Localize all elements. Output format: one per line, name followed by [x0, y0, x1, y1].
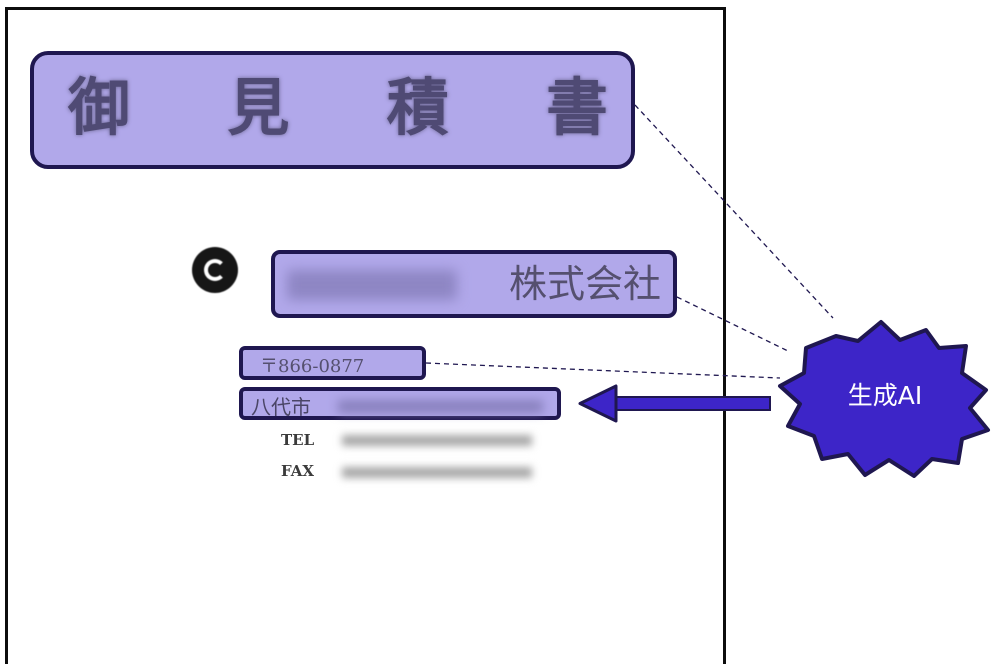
company-highlight: 株式会社 — [271, 250, 677, 318]
title-char: 積 — [386, 71, 449, 144]
connector-title — [634, 104, 834, 319]
company-logo-icon — [192, 247, 238, 293]
title-char: 御 — [68, 71, 131, 144]
connector-company — [676, 296, 791, 353]
arrow-left-icon — [578, 384, 771, 423]
title-char: 書 — [545, 71, 608, 144]
postal-highlight: 〒866-0877 — [239, 346, 426, 380]
redacted-address — [338, 400, 543, 413]
redacted-company-name — [287, 270, 457, 300]
title-highlight: 御 見 積 書 — [30, 51, 635, 169]
redacted-tel — [342, 435, 532, 446]
document-title: 御 見 積 書 — [68, 67, 608, 149]
redacted-fax — [342, 467, 532, 478]
title-char: 見 — [227, 71, 290, 144]
address-highlight: 八代市 — [239, 387, 561, 420]
fax-label: FAX — [281, 462, 315, 480]
tel-label: TEL — [281, 431, 315, 449]
ai-burst-icon — [778, 320, 990, 478]
postal-code: 〒866-0877 — [260, 356, 365, 377]
ai-label: 生成AI — [847, 381, 923, 410]
company-suffix: 株式会社 — [508, 262, 661, 306]
connector-postal — [425, 362, 781, 379]
address-prefix: 八代市 — [251, 395, 311, 419]
